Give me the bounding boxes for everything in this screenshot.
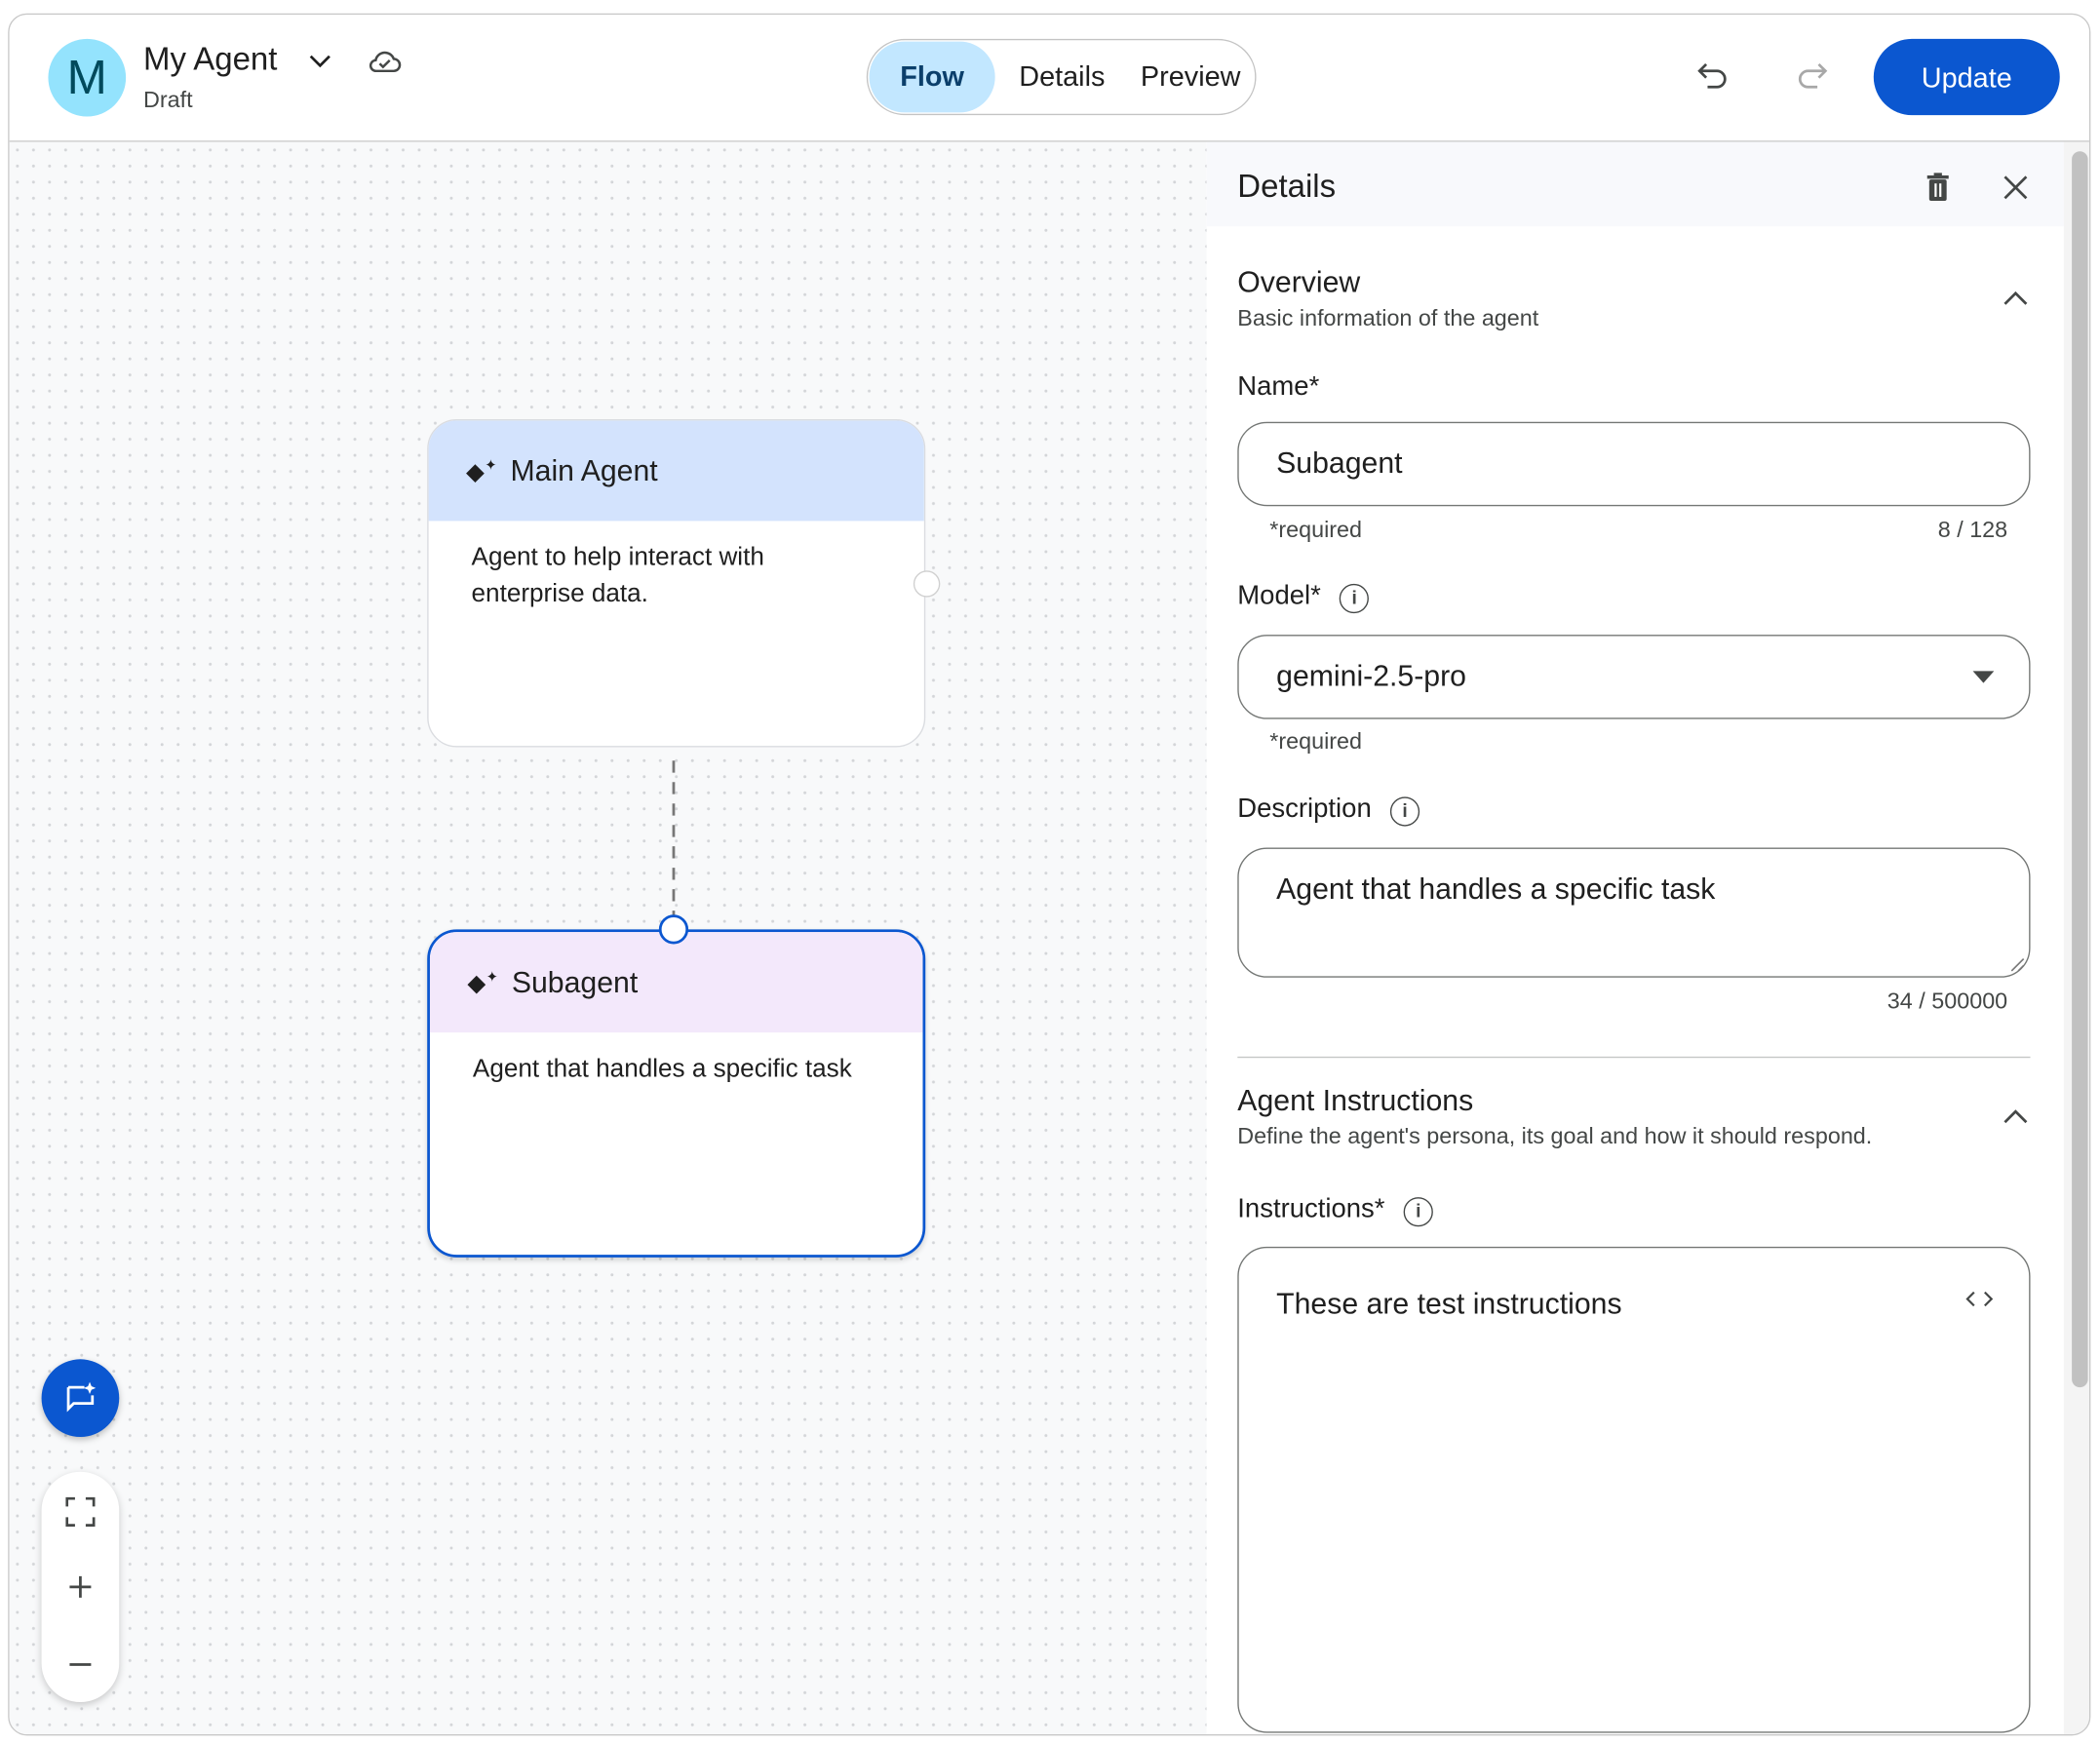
instructions-editor[interactable]: These are test instructions: [1237, 1246, 2031, 1733]
app-window: M My Agent Draft Flow Details Preview Up…: [8, 13, 2091, 1736]
model-select[interactable]: gemini-2.5-pro: [1237, 635, 2031, 719]
sparkle-icon: ◆✦: [467, 968, 499, 996]
avatar: M: [48, 38, 127, 117]
tab-flow[interactable]: Flow: [869, 41, 995, 113]
model-label-text: Model*: [1237, 581, 1321, 611]
redo-icon[interactable]: [1791, 55, 1834, 97]
zoom-in-icon[interactable]: [42, 1560, 120, 1613]
connector-line: [672, 760, 676, 930]
top-bar: M My Agent Draft Flow Details Preview Up…: [9, 15, 2089, 142]
update-button[interactable]: Update: [1873, 38, 2060, 116]
panel-header: Details: [1206, 141, 2064, 227]
model-required-hint: *required: [1269, 728, 1363, 755]
description-value: Agent that handles a specific task: [1276, 872, 1716, 906]
overview-title: Overview: [1237, 264, 1361, 299]
undo-icon[interactable]: [1692, 55, 1734, 97]
instructions-section-subtitle: Define the agent's persona, its goal and…: [1237, 1123, 1873, 1149]
model-label: Model* i: [1237, 581, 1370, 614]
section-divider: [1237, 1056, 2031, 1059]
node-header: ◆✦ Main Agent: [428, 420, 924, 522]
node-title: Main Agent: [510, 452, 658, 487]
dropdown-arrow-icon: [1972, 671, 1995, 683]
code-icon[interactable]: [1964, 1288, 1994, 1309]
sparkle-icon: ◆✦: [466, 457, 497, 484]
name-label: Name*: [1237, 371, 1320, 403]
cloud-saved-icon: [366, 44, 403, 76]
description-char-count: 34 / 500000: [1886, 988, 2008, 1014]
info-icon[interactable]: i: [1389, 796, 1420, 827]
panel-scrollbar-thumb[interactable]: [2072, 151, 2088, 1388]
instructions-section-title: Agent Instructions: [1237, 1083, 1474, 1117]
zoom-out-icon[interactable]: [42, 1638, 120, 1691]
model-selected-value: gemini-2.5-pro: [1276, 658, 1466, 693]
node-title: Subagent: [511, 964, 639, 999]
chevron-down-icon[interactable]: [304, 44, 336, 76]
zoom-controls: [41, 1471, 120, 1702]
delete-icon[interactable]: [1917, 166, 1960, 209]
agent-status: Draft: [142, 87, 193, 113]
collapse-overview-chevron-up-icon[interactable]: [1994, 277, 2037, 320]
info-icon[interactable]: i: [1340, 583, 1370, 614]
close-icon[interactable]: [1994, 166, 2037, 209]
name-char-count: 8 / 128: [1937, 517, 2008, 543]
node-header: ◆✦ Subagent: [429, 932, 923, 1033]
details-panel: Details Overview Basic information of th…: [1206, 141, 2064, 1734]
input-port[interactable]: [658, 914, 689, 945]
flow-canvas[interactable]: ◆✦ Main Agent Agent to help interact wit…: [9, 141, 1207, 1734]
instructions-label-text: Instructions*: [1237, 1194, 1385, 1224]
description-label-text: Description: [1237, 794, 1372, 824]
output-port[interactable]: [913, 570, 941, 598]
ai-chat-button[interactable]: [41, 1359, 120, 1437]
collapse-instructions-chevron-up-icon[interactable]: [1994, 1096, 2037, 1139]
description-label: Description i: [1237, 794, 1420, 827]
name-required-hint: *required: [1269, 517, 1363, 543]
agent-name: My Agent: [142, 41, 278, 78]
node-description: Agent that handles a specific task: [472, 1055, 852, 1084]
name-input[interactable]: Subagent: [1237, 421, 2031, 507]
instructions-label: Instructions* i: [1237, 1194, 1433, 1227]
overview-subtitle: Basic information of the agent: [1237, 305, 1539, 331]
description-textarea[interactable]: Agent that handles a specific task: [1237, 847, 2031, 978]
tab-details[interactable]: Details: [1019, 61, 1106, 93]
fit-screen-icon[interactable]: [42, 1485, 120, 1538]
node-description: Agent to help interact with enterprise d…: [471, 543, 764, 608]
resize-handle-icon[interactable]: [2009, 956, 2025, 972]
chat-spark-icon: [66, 1381, 97, 1413]
info-icon[interactable]: i: [1403, 1197, 1433, 1227]
tab-preview[interactable]: Preview: [1140, 61, 1241, 93]
node-main-agent[interactable]: ◆✦ Main Agent Agent to help interact wit…: [427, 418, 926, 748]
node-subagent[interactable]: ◆✦ Subagent Agent that handles a specifi…: [427, 929, 926, 1258]
instructions-value: These are test instructions: [1276, 1287, 1622, 1321]
view-switcher: Flow Details Preview: [866, 38, 1257, 116]
panel-title: Details: [1237, 169, 1337, 206]
